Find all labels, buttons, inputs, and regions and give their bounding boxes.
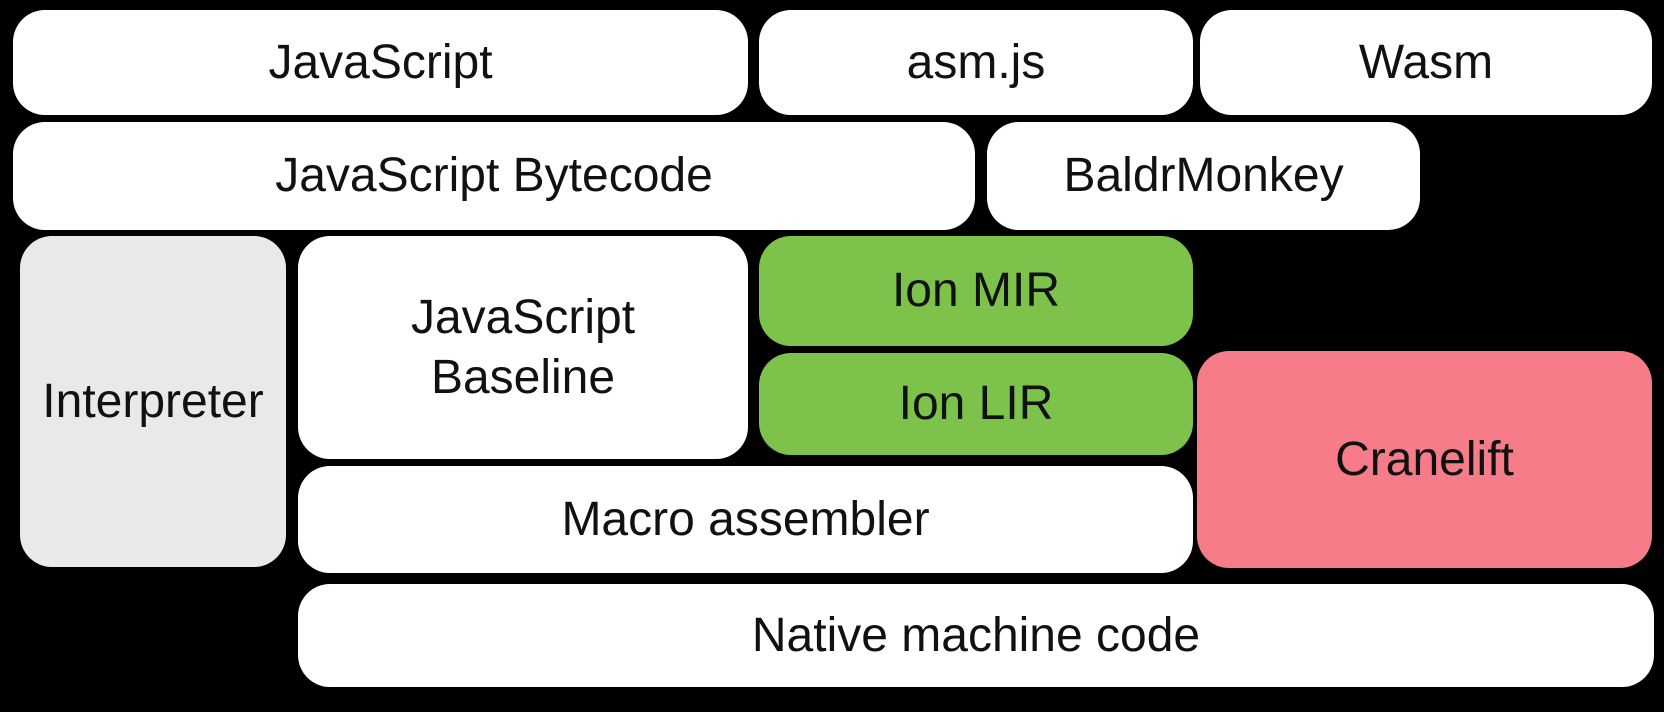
box-baldrmonkey: BaldrMonkey [987,122,1420,230]
box-ion-lir: Ion LIR [759,353,1193,455]
box-wasm-label: Wasm [1358,35,1494,89]
box-macro-assembler: Macro assembler [298,466,1193,573]
box-ion-lir-label: Ion LIR [898,377,1054,430]
box-native-machine-code-label: Native machine code [751,608,1201,662]
box-cranelift: Cranelift [1197,351,1652,568]
box-interpreter-label: Interpreter [42,374,264,428]
baseline-label-line1: JavaScript [410,290,636,344]
box-ion-mir-label: Ion MIR [891,264,1061,317]
box-javascript: JavaScript [13,10,748,115]
box-javascript-bytecode: JavaScript Bytecode [13,122,975,230]
box-macro-assembler-label: Macro assembler [561,492,930,546]
baseline-label-line2: Baseline [430,350,616,404]
box-baldrmonkey-label: BaldrMonkey [1063,149,1344,202]
box-javascript-label: JavaScript [268,35,493,89]
box-interpreter: Interpreter [20,236,286,567]
box-javascript-baseline-label: JavaScript Baseline [411,288,635,408]
box-javascript-baseline: JavaScript Baseline [298,236,748,459]
box-javascript-bytecode-label: JavaScript Bytecode [275,149,713,202]
box-asmjs: asm.js [759,10,1193,115]
box-asmjs-label: asm.js [906,35,1046,89]
box-ion-mir: Ion MIR [759,236,1193,346]
box-native-machine-code: Native machine code [298,584,1654,687]
box-wasm: Wasm [1200,10,1652,115]
box-cranelift-label: Cranelift [1335,432,1514,486]
